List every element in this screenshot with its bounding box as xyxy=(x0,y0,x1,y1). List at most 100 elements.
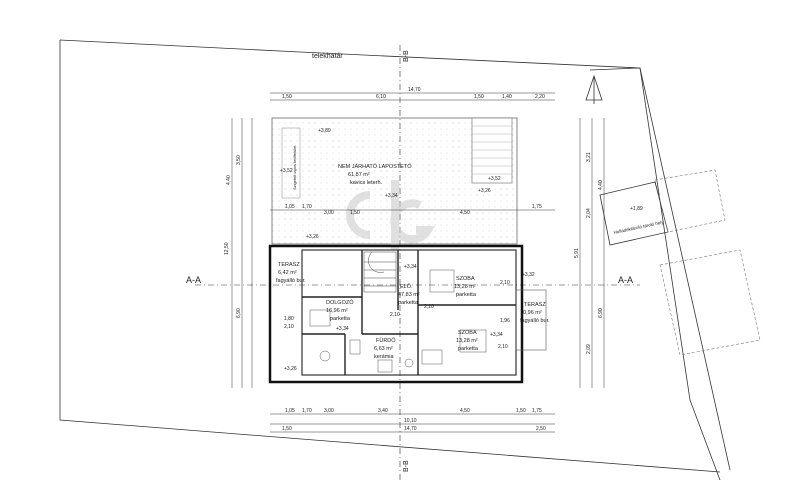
section-aa-right: A-A xyxy=(618,275,633,285)
svg-text:2,10: 2,10 xyxy=(284,324,294,330)
roof-side-strip xyxy=(281,127,301,199)
svg-text:TERASZ: TERASZ xyxy=(278,262,300,268)
svg-text:parketta: parketta xyxy=(330,316,351,322)
svg-text:2,10: 2,10 xyxy=(498,344,508,350)
svg-text:6,90: 6,90 xyxy=(598,308,604,318)
svg-text:SZOBA: SZOBA xyxy=(456,276,475,282)
svg-text:1,50: 1,50 xyxy=(282,426,292,432)
room-label-terasz-right: TERASZ 10,96 m² fagyálló bur. xyxy=(520,302,550,324)
svg-text:+3,26: +3,26 xyxy=(306,234,319,240)
svg-text:1,70: 1,70 xyxy=(302,408,312,414)
svg-text:3,40: 3,40 xyxy=(378,408,388,414)
svg-text:1,70: 1,70 xyxy=(302,204,312,210)
svg-text:2,20: 2,20 xyxy=(535,94,545,100)
svg-text:+1,89: +1,89 xyxy=(630,206,643,212)
svg-text:2,10: 2,10 xyxy=(424,304,434,310)
dim-top-total: 14,70 xyxy=(408,87,421,93)
svg-text:3,21: 3,21 xyxy=(586,152,592,162)
site-boundary xyxy=(59,39,731,481)
svg-text:5,91: 5,91 xyxy=(574,248,580,258)
svg-text:1,96: 1,96 xyxy=(500,318,510,324)
svg-text:13,28 m²: 13,28 m² xyxy=(454,284,476,290)
svg-text:parketta: parketta xyxy=(398,300,419,306)
svg-text:1,50: 1,50 xyxy=(350,210,360,216)
section-bb-top: B-B xyxy=(403,50,410,62)
svg-text:1,75: 1,75 xyxy=(532,204,542,210)
roof-stair-lines xyxy=(472,125,512,175)
svg-text:2,10: 2,10 xyxy=(390,312,400,318)
svg-text:2,09: 2,09 xyxy=(586,344,592,354)
svg-text:1,75: 1,75 xyxy=(532,408,542,414)
svg-text:fagyálló bur.: fagyálló bur. xyxy=(276,278,306,284)
room-label-szoba1: SZOBA 13,28 m² parketta xyxy=(454,276,477,298)
roof-stair-block xyxy=(471,117,513,184)
north-arrow-icon xyxy=(585,74,603,104)
svg-text:+3,89: +3,89 xyxy=(318,128,331,134)
svg-text:6,42 m²: 6,42 m² xyxy=(278,270,297,276)
svg-text:kerámia: kerámia xyxy=(374,354,395,360)
svg-text:4,40: 4,40 xyxy=(226,175,232,185)
svg-text:parketta: parketta xyxy=(456,292,477,298)
svg-text:+3,52: +3,52 xyxy=(488,176,501,182)
dimension-lines-right xyxy=(579,118,605,388)
svg-text:1,50: 1,50 xyxy=(516,408,526,414)
svg-text:1,40: 1,40 xyxy=(502,94,512,100)
svg-text:14,70: 14,70 xyxy=(404,426,417,432)
dimension-lines-top xyxy=(270,92,555,211)
svg-text:1,80: 1,80 xyxy=(284,316,294,322)
room-label-szoba2: SZOBA 13,28 m² parketta xyxy=(456,330,479,352)
roof-label: NEM JÁRHATÓ LAPOSTETŐ 61,87 m² kavics le… xyxy=(338,163,412,186)
svg-text:FÜRDŐ: FÜRDŐ xyxy=(376,337,396,344)
svg-text:3,00: 3,00 xyxy=(324,210,334,216)
svg-text:+3,34: +3,34 xyxy=(490,332,503,338)
svg-text:kavics leterh.: kavics leterh. xyxy=(350,180,383,186)
watermark-logo xyxy=(346,180,435,250)
room-label-terasz-left: TERASZ 6,42 m² fagyálló bur. xyxy=(276,262,306,284)
svg-text:2,50: 2,50 xyxy=(536,426,546,432)
svg-text:12,50: 12,50 xyxy=(224,242,230,255)
room-label-furdo: FÜRDŐ 6,63 m² kerámia xyxy=(374,337,396,360)
svg-text:1,05: 1,05 xyxy=(285,204,295,210)
svg-text:2,04: 2,04 xyxy=(586,208,592,218)
level-markers: +3,89 +3,52 +3,34 +3,26 +3,52 +3,26 +3,3… xyxy=(280,128,643,372)
house-outer-wall xyxy=(268,244,524,384)
svg-text:4,50: 4,50 xyxy=(460,210,470,216)
terrace-right xyxy=(515,289,547,351)
dimension-lines-left xyxy=(231,118,253,388)
side-strip-label: Szigetelt lapos tetőfelület xyxy=(292,145,297,190)
svg-text:parketta: parketta xyxy=(458,346,479,352)
svg-text:10,96 m²: 10,96 m² xyxy=(520,310,542,316)
svg-text:NEM JÁRHATÓ LAPOSTETŐ: NEM JÁRHATÓ LAPOSTETŐ xyxy=(338,163,412,170)
svg-text:1,50: 1,50 xyxy=(282,94,292,100)
svg-text:Hulladéktároló tároló hely: Hulladéktároló tároló hely xyxy=(613,219,664,235)
svg-text:4,40: 4,40 xyxy=(598,180,604,190)
svg-text:TERASZ: TERASZ xyxy=(524,302,546,308)
svg-text:+3,34: +3,34 xyxy=(385,193,398,199)
svg-text:+3,32: +3,32 xyxy=(522,272,535,278)
svg-text:ELŐ.: ELŐ. xyxy=(400,283,413,290)
svg-text:3,00: 3,00 xyxy=(324,408,334,414)
interior-walls xyxy=(302,250,516,375)
svg-text:2,10: 2,10 xyxy=(500,280,510,286)
svg-text:6,10: 6,10 xyxy=(376,94,386,100)
svg-text:16,96 m²: 16,96 m² xyxy=(326,308,348,314)
room-label-halls: ELŐ. 47,83 m² parketta xyxy=(398,283,420,306)
section-bb-bottom: B-B xyxy=(403,460,410,472)
svg-text:fagyálló bur.: fagyálló bur. xyxy=(520,318,550,324)
dimension-lines-bottom xyxy=(270,413,555,433)
svg-text:SZOBA: SZOBA xyxy=(458,330,477,336)
svg-text:13,28 m²: 13,28 m² xyxy=(456,338,478,344)
boundary-label: telekhatár xyxy=(312,53,343,60)
svg-text:47,83 m²: 47,83 m² xyxy=(398,292,420,298)
room-label-dolgozo: DOLGOZÓ 16,96 m² parketta xyxy=(326,299,354,322)
svg-text:+3,26: +3,26 xyxy=(478,188,491,194)
parking-outlines xyxy=(654,169,761,356)
svg-text:+3,34: +3,34 xyxy=(404,264,417,270)
svg-text:+3,26: +3,26 xyxy=(284,366,297,372)
svg-text:1,50: 1,50 xyxy=(474,94,484,100)
svg-text:1,05: 1,05 xyxy=(285,408,295,414)
svg-text:6,90: 6,90 xyxy=(236,308,242,318)
svg-text:3,50: 3,50 xyxy=(236,155,242,165)
svg-text:+3,52: +3,52 xyxy=(280,168,293,174)
